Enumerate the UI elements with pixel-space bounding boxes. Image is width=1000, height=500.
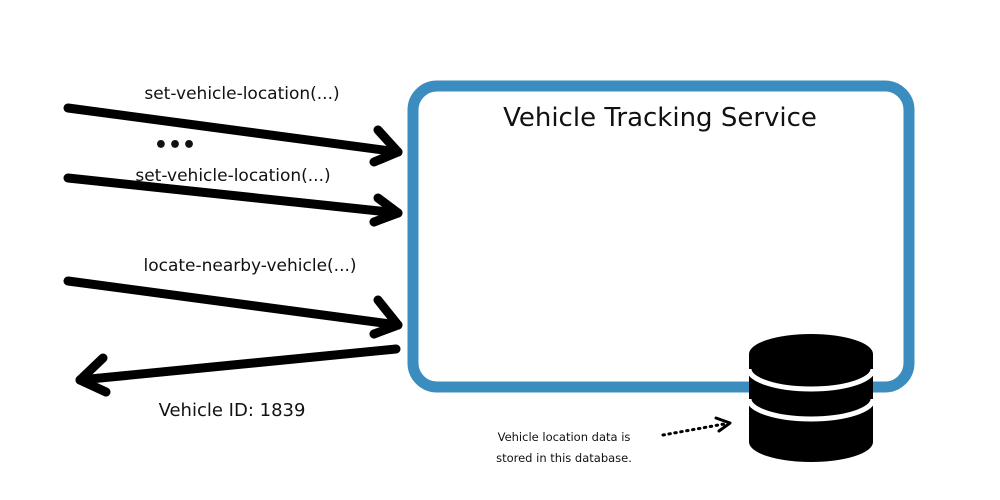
locate-nearby-arrow bbox=[63, 276, 403, 339]
set-location-arrow-2 bbox=[63, 173, 403, 227]
service-box bbox=[407, 80, 915, 393]
set-location-label-1: set-vehicle-location(...) bbox=[144, 84, 339, 104]
database-note-line-2: stored in this database. bbox=[496, 451, 632, 465]
database-pointer-arrow bbox=[661, 416, 732, 437]
ellipsis-label: ••• bbox=[154, 133, 196, 158]
service-title: Vehicle Tracking Service bbox=[503, 103, 817, 133]
response-label: Vehicle ID: 1839 bbox=[159, 400, 306, 421]
set-location-arrow-1 bbox=[63, 103, 403, 167]
response-arrow bbox=[75, 344, 401, 397]
set-location-label-2: set-vehicle-location(...) bbox=[135, 166, 330, 186]
database-note-line-1: Vehicle location data is bbox=[498, 430, 631, 444]
database-icon bbox=[746, 334, 876, 462]
locate-nearby-label: locate-nearby-vehicle(...) bbox=[143, 256, 356, 276]
